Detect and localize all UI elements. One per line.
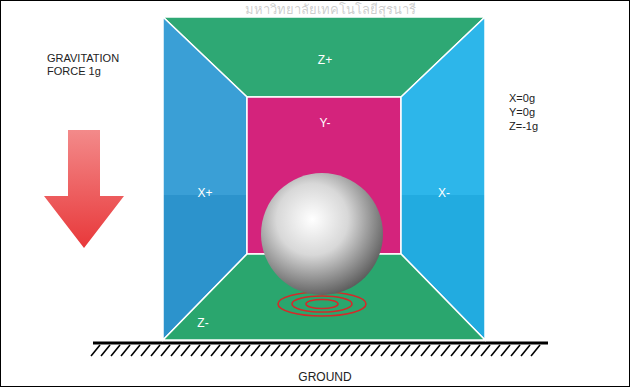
force-note: GRAVITATION FORCE 1g <box>47 52 119 78</box>
hatch-stroke <box>281 345 290 356</box>
hatch-stroke <box>301 345 310 356</box>
hatch-stroke <box>171 345 180 356</box>
hatch-stroke <box>411 345 420 356</box>
hatch-stroke <box>91 345 100 356</box>
hatch-stroke <box>471 345 480 356</box>
hatch-stroke <box>181 345 190 356</box>
hatch-stroke <box>131 345 140 356</box>
hatch-stroke <box>101 345 110 356</box>
hatch-stroke <box>271 345 280 356</box>
hatch-stroke <box>111 345 120 356</box>
hatch-stroke <box>141 345 150 356</box>
hatch-stroke <box>441 345 450 356</box>
hatch-stroke <box>391 345 400 356</box>
hatch-stroke <box>491 345 500 356</box>
hatch-stroke <box>321 345 330 356</box>
hatch-stroke <box>381 345 390 356</box>
axis-label: Z- <box>197 316 208 330</box>
ground-label: GROUND <box>298 371 351 384</box>
hatch-stroke <box>501 345 510 356</box>
impact-rings <box>278 292 366 316</box>
axis-label: X+ <box>197 186 212 200</box>
hatch-stroke <box>341 345 350 356</box>
ground-label-box: GROUND <box>298 371 351 384</box>
hatch-stroke <box>311 345 320 356</box>
hatch-stroke <box>151 345 160 356</box>
gravity-arrow <box>44 130 124 248</box>
hatch-stroke <box>331 345 340 356</box>
axis-reading-box: X=0g <box>509 92 535 105</box>
hatch-stroke <box>261 345 270 356</box>
ball <box>261 173 383 295</box>
hatch-stroke <box>161 345 170 356</box>
hatch-stroke <box>371 345 380 356</box>
hatch-stroke <box>531 345 540 356</box>
axis-reading-box: Z=-1g <box>509 120 538 133</box>
watermark-box: มหาวิทยาลัยเทคโนโลยีสุรนารี <box>245 3 416 16</box>
hatch-stroke <box>431 345 440 356</box>
hatch-stroke <box>351 345 360 356</box>
hatch-stroke <box>401 345 410 356</box>
hatch-stroke <box>461 345 470 356</box>
force-note-box: GRAVITATION FORCE 1g <box>47 52 119 78</box>
axis-label: Y- <box>320 116 331 130</box>
watermark: มหาวิทยาลัยเทคโนโลยีสุรนารี <box>245 3 416 16</box>
hatch-stroke <box>481 345 490 356</box>
axis-reading: Z=-1g <box>509 120 538 133</box>
hatch-stroke <box>421 345 430 356</box>
axis-label: X- <box>438 186 450 200</box>
ground-line <box>93 342 548 345</box>
hatch-stroke <box>361 345 370 356</box>
hatch-stroke <box>121 345 130 356</box>
axis-reading: X=0g <box>509 92 535 105</box>
hatch-stroke <box>511 345 520 356</box>
hatch-stroke <box>231 345 240 356</box>
ground-hatching <box>91 345 540 356</box>
hatch-stroke <box>221 345 230 356</box>
hatch-stroke <box>191 345 200 356</box>
hatch-stroke <box>241 345 250 356</box>
hatch-stroke <box>521 345 530 356</box>
axis-label: Z+ <box>318 53 332 67</box>
hatch-stroke <box>211 345 220 356</box>
hatch-stroke <box>201 345 210 356</box>
axis-reading: Y=0g <box>509 106 535 119</box>
hatch-stroke <box>451 345 460 356</box>
hatch-stroke <box>291 345 300 356</box>
hatch-stroke <box>251 345 260 356</box>
axis-reading-box: Y=0g <box>509 106 535 119</box>
